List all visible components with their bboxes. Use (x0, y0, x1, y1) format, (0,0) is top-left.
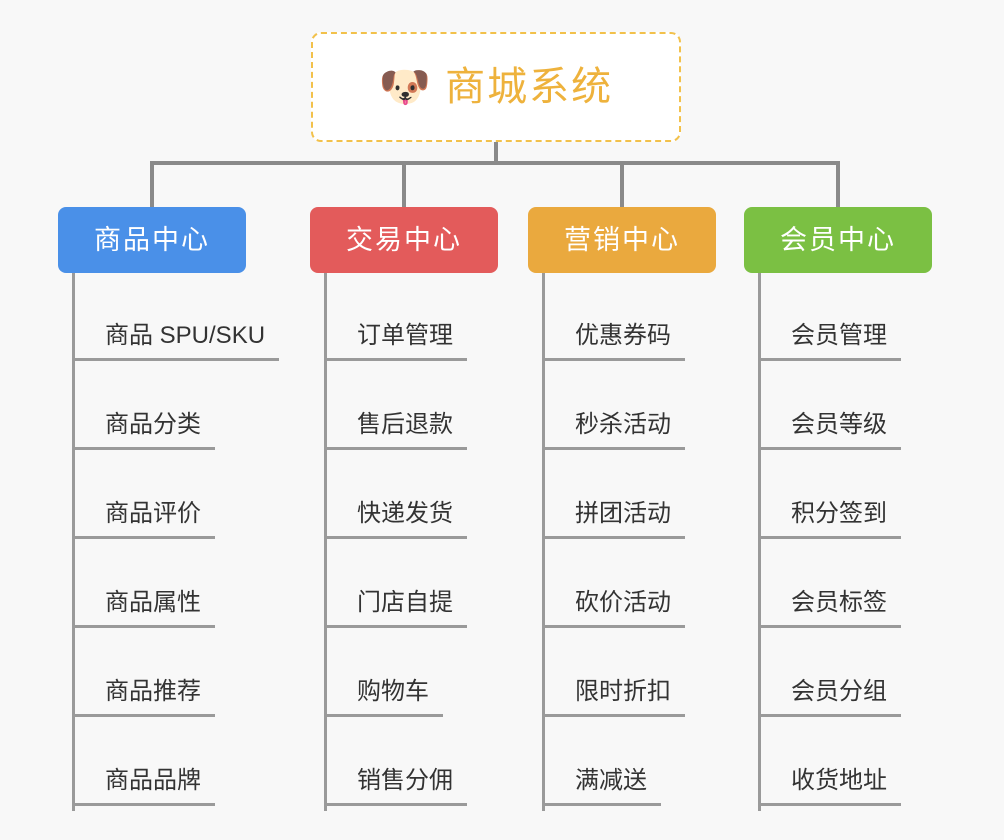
category-header-trade-center[interactable]: 交易中心 (310, 207, 498, 273)
leaf-item[interactable]: 售后退款 (327, 366, 498, 455)
category-header-label: 会员中心 (780, 224, 896, 255)
leaf-item-label: 售后退款 (327, 411, 467, 450)
leaf-item[interactable]: 订单管理 (327, 277, 498, 366)
leaf-item[interactable]: 门店自提 (327, 544, 498, 633)
leaf-list-product-center: 商品 SPU/SKU 商品分类商品评价商品属性商品推荐商品品牌 (72, 273, 280, 811)
category-header-label: 商品中心 (94, 224, 210, 255)
category-header-marketing-center[interactable]: 营销中心 (528, 207, 716, 273)
leaf-item-label: 快递发货 (327, 500, 467, 539)
leaf-item[interactable]: 购物车 (327, 633, 498, 722)
branch-column-marketing-center: 营销中心优惠券码秒杀活动拼团活动砍价活动限时折扣满减送 (528, 207, 716, 811)
leaf-item-label: 优惠券码 (545, 322, 685, 361)
category-header-label: 交易中心 (346, 224, 462, 255)
leaf-item[interactable]: 商品分类 (75, 366, 246, 455)
connector-drop-1 (150, 161, 154, 208)
branch-column-product-center: 商品中心商品 SPU/SKU 商品分类商品评价商品属性商品推荐商品品牌 (58, 207, 280, 811)
leaf-item[interactable]: 收货地址 (761, 722, 932, 811)
root-node[interactable]: 🐶 商城系统 (311, 32, 681, 142)
leaf-item[interactable]: 会员等级 (761, 366, 932, 455)
branch-column-member-center: 会员中心会员管理会员等级积分签到会员标签会员分组收货地址 (744, 207, 932, 811)
leaf-item[interactable]: 拼团活动 (545, 455, 716, 544)
connector-drop-2 (402, 161, 406, 208)
leaf-item-label: 订单管理 (327, 322, 467, 361)
leaf-item-label: 会员标签 (761, 589, 901, 628)
leaf-item-label: 商品推荐 (75, 678, 215, 717)
leaf-item-label: 商品 SPU/SKU (75, 322, 280, 361)
leaf-item-label: 商品品牌 (75, 767, 215, 806)
leaf-item-label: 拼团活动 (545, 500, 685, 539)
leaf-item-label: 积分签到 (761, 500, 901, 539)
leaf-list-trade-center: 订单管理售后退款快递发货门店自提购物车销售分佣 (324, 273, 498, 811)
leaf-item-label: 门店自提 (327, 589, 467, 628)
category-header-member-center[interactable]: 会员中心 (744, 207, 932, 273)
leaf-list-member-center: 会员管理会员等级积分签到会员标签会员分组收货地址 (758, 273, 932, 811)
leaf-item[interactable]: 会员管理 (761, 277, 932, 366)
leaf-item-label: 收货地址 (761, 767, 901, 806)
leaf-item-label: 限时折扣 (545, 678, 685, 717)
leaf-item-label: 销售分佣 (327, 767, 467, 806)
category-header-product-center[interactable]: 商品中心 (58, 207, 246, 273)
leaf-item[interactable]: 商品属性 (75, 544, 246, 633)
leaf-item[interactable]: 砍价活动 (545, 544, 716, 633)
leaf-item-label: 商品评价 (75, 500, 215, 539)
leaf-item-label: 满减送 (545, 767, 661, 806)
leaf-item[interactable]: 商品品牌 (75, 722, 246, 811)
leaf-item-label: 会员分组 (761, 678, 901, 717)
branch-column-trade-center: 交易中心订单管理售后退款快递发货门店自提购物车销售分佣 (310, 207, 498, 811)
leaf-item[interactable]: 快递发货 (327, 455, 498, 544)
connector-root-stem (494, 142, 498, 164)
leaf-item[interactable]: 满减送 (545, 722, 716, 811)
leaf-item-label: 会员管理 (761, 322, 901, 361)
leaf-item[interactable]: 商品评价 (75, 455, 246, 544)
leaf-item-label: 商品属性 (75, 589, 215, 628)
leaf-item[interactable]: 限时折扣 (545, 633, 716, 722)
leaf-item-label: 会员等级 (761, 411, 901, 450)
connector-horizontal-bar (150, 161, 840, 165)
leaf-item[interactable]: 销售分佣 (327, 722, 498, 811)
leaf-item[interactable]: 商品推荐 (75, 633, 246, 722)
leaf-list-marketing-center: 优惠券码秒杀活动拼团活动砍价活动限时折扣满减送 (542, 273, 716, 811)
leaf-item[interactable]: 积分签到 (761, 455, 932, 544)
leaf-item[interactable]: 会员分组 (761, 633, 932, 722)
leaf-item-label: 商品分类 (75, 411, 215, 450)
root-title: 商城系统 (445, 65, 614, 109)
leaf-item-label: 秒杀活动 (545, 411, 685, 450)
leaf-item[interactable]: 优惠券码 (545, 277, 716, 366)
dog-face-icon: 🐶 (378, 63, 432, 110)
leaf-item[interactable]: 商品 SPU/SKU (75, 277, 280, 366)
leaf-item[interactable]: 会员标签 (761, 544, 932, 633)
leaf-item-label: 砍价活动 (545, 589, 685, 628)
leaf-item-label: 购物车 (327, 678, 443, 717)
category-header-label: 营销中心 (564, 224, 680, 255)
leaf-item[interactable]: 秒杀活动 (545, 366, 716, 455)
connector-drop-4 (836, 161, 840, 208)
connector-drop-3 (620, 161, 624, 208)
